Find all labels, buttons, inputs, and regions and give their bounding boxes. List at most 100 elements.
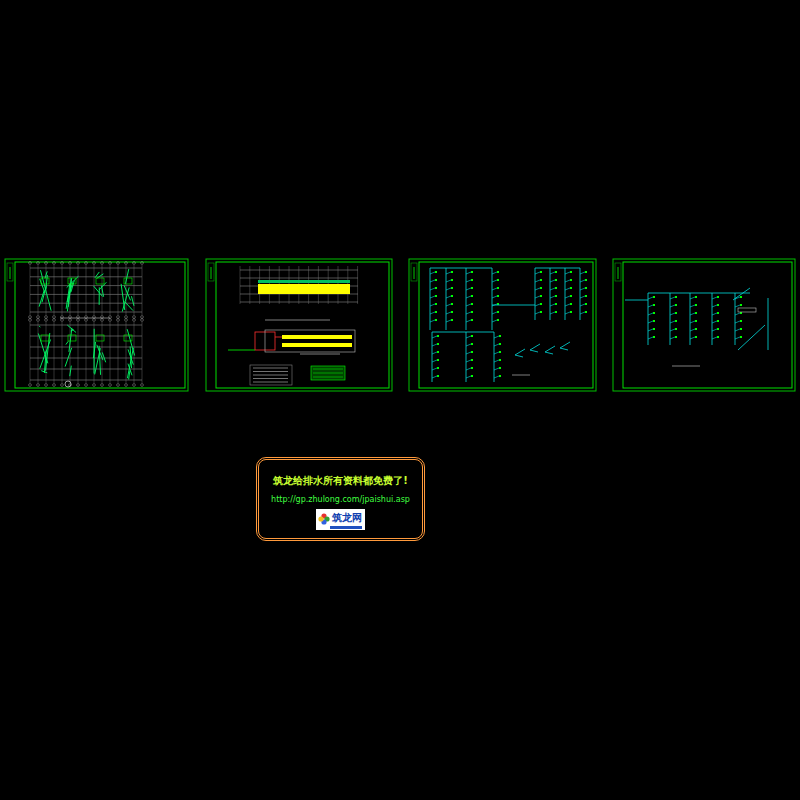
axis-bubble [125, 319, 128, 322]
valve-symbol [499, 335, 501, 337]
watermark-url: http://gp.zhulong.com/jpaishui.asp [271, 495, 410, 504]
wall-line [240, 270, 358, 271]
axis-line [142, 322, 143, 383]
valve-symbol [435, 279, 437, 281]
axis-bubble [45, 262, 48, 265]
axis-line [86, 265, 87, 315]
axis-bubble [29, 384, 32, 387]
axis-line [30, 322, 31, 383]
branch-pipe [466, 336, 471, 338]
axis-line [54, 265, 55, 315]
valve-symbol [740, 304, 742, 306]
riser-pipe [565, 268, 566, 320]
branch-pipe [735, 337, 740, 339]
branch-pipe [733, 288, 750, 300]
valve-symbol [570, 311, 572, 313]
branch-pipe [515, 355, 523, 357]
fixture [41, 335, 49, 341]
pipe-line [126, 269, 129, 284]
pipe-line [39, 326, 40, 328]
fixture [68, 278, 76, 284]
branch-pipe [560, 342, 570, 348]
valve-symbol [555, 271, 557, 273]
riser-pipe [580, 268, 581, 320]
axis-bubble [69, 262, 72, 265]
valve-symbol [540, 279, 542, 281]
valve-symbol [471, 303, 473, 305]
pipe-line [41, 371, 47, 373]
valve-symbol [675, 304, 677, 306]
axis-line [110, 265, 111, 315]
valve-symbol [717, 336, 719, 338]
valve-symbol [570, 295, 572, 297]
axis-bubble [117, 384, 120, 387]
valve-symbol [435, 303, 437, 305]
sheet-border [613, 259, 795, 391]
valve-symbol [695, 296, 697, 298]
branch-pipe [492, 280, 497, 282]
axis-bubble [93, 384, 96, 387]
valve-symbol [471, 359, 473, 361]
axis-bubble [85, 384, 88, 387]
pipe-line [70, 366, 72, 377]
axis-line [118, 322, 119, 383]
axis-bubble [45, 319, 48, 322]
diagram-title-bar [672, 366, 700, 367]
branch-pipe [466, 296, 471, 298]
valve-symbol [570, 271, 572, 273]
valve-symbol [585, 271, 587, 273]
valve-symbol [437, 343, 439, 345]
pipe-line [67, 325, 76, 332]
riser-main [492, 305, 535, 306]
valve-symbol [437, 359, 439, 361]
pipe-line [66, 341, 68, 344]
riser-pipe [466, 332, 467, 382]
tank-bar [282, 335, 352, 339]
branch-pipe [430, 288, 435, 290]
axis-line [142, 265, 143, 315]
branch-pipe [446, 312, 451, 314]
valve-symbol [653, 336, 655, 338]
branch-pipe [545, 346, 555, 352]
branch-pipe [430, 304, 435, 306]
branch-pipe [432, 360, 437, 362]
axis-line [62, 322, 63, 383]
branch-pipe [580, 304, 585, 306]
valve-symbol [540, 287, 542, 289]
axis-line [94, 265, 95, 315]
branch-pipe [466, 344, 471, 346]
branch-pipe [712, 313, 717, 315]
branch-pipe [466, 360, 471, 362]
valve-symbol [451, 295, 453, 297]
pipe-line [94, 329, 95, 374]
logo-icon [318, 513, 330, 525]
branch-pipe [712, 305, 717, 307]
axis-bubble [101, 384, 104, 387]
axis-bubble [69, 319, 72, 322]
title-strip-mark [211, 267, 212, 279]
axis-bubble [125, 384, 128, 387]
branch-pipe [432, 368, 437, 370]
valve-symbol [717, 304, 719, 306]
riser-main [535, 268, 580, 269]
branch-pipe [670, 313, 675, 315]
valve-symbol [740, 320, 742, 322]
riser-pipe [670, 293, 671, 345]
branch-pipe [690, 321, 695, 323]
axis-bubble [37, 316, 40, 319]
axis-bubble [133, 262, 136, 265]
branch-pipe [550, 288, 555, 290]
valve-symbol [695, 304, 697, 306]
branch-pipe [580, 296, 585, 298]
fixture [124, 278, 132, 284]
branch-pipe [430, 320, 435, 322]
branch-pipe [466, 304, 471, 306]
valve-symbol [717, 296, 719, 298]
axis-line [126, 322, 127, 383]
valve-symbol [540, 295, 542, 297]
pipe-line [99, 282, 106, 290]
fixture [124, 335, 132, 341]
fixture [96, 278, 104, 284]
sheet-border [206, 259, 392, 391]
